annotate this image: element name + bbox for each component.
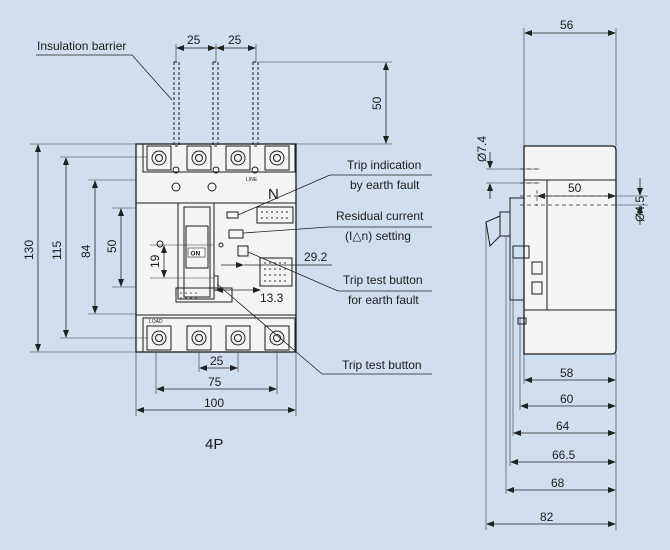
dim-height-50: 50	[105, 239, 119, 253]
line-terminal-block	[142, 143, 296, 173]
dim-height-84: 84	[79, 244, 93, 258]
dim-height-19: 19	[148, 254, 162, 268]
label-trip-indication: Trip indication	[347, 158, 421, 172]
dim-depth-64: 64	[556, 419, 570, 433]
label-residual-current: Residual current	[336, 209, 424, 223]
dim-depth-66-5: 66.5	[552, 448, 576, 462]
dim-pitch-top-1: 25	[187, 33, 201, 47]
dim-pitch-bottom: 25	[210, 354, 224, 368]
insulation-barriers	[173, 61, 259, 147]
label-trip-test-earth-sub: for earth fault	[348, 293, 419, 307]
line-label: LINE	[246, 177, 258, 183]
dim-side-50: 50	[568, 181, 582, 195]
handle-side	[485, 215, 501, 248]
label-insulation-barrier: Insulation barrier	[37, 39, 126, 53]
bottom-terminals	[146, 325, 290, 351]
neutral-pole-label: N	[268, 186, 279, 203]
side-view: 56 Ø7.4 50 Ø4.5 58 60 64 66.5 68	[475, 18, 648, 530]
dim-depth-82: 82	[540, 510, 554, 524]
dim-depth-58: 58	[560, 366, 574, 380]
dim-depth-68: 68	[551, 476, 565, 490]
dim-dia-7-4: Ø7.4	[475, 136, 489, 162]
on-label: ON	[191, 251, 201, 258]
dim-pitch-top-2: 25	[228, 33, 242, 47]
label-residual-current-sub: (I△n) setting	[345, 229, 411, 243]
top-terminals	[146, 145, 290, 171]
dim-width-56: 56	[560, 18, 574, 32]
dim-29-2: 29.2	[304, 250, 328, 264]
earth-fault-test-button	[237, 245, 249, 257]
load-terminal-block	[142, 317, 296, 353]
toggle-handle	[185, 225, 209, 269]
dim-depth-60: 60	[560, 392, 574, 406]
dim-13-3: 13.3	[260, 291, 284, 305]
dim-width-75: 75	[208, 375, 222, 389]
handle-frame	[177, 202, 215, 300]
dim-width-100: 100	[204, 396, 224, 410]
load-label: LOAD	[149, 319, 163, 325]
model-label: 4P	[205, 436, 223, 453]
label-trip-indication-sub: by earth fault	[350, 178, 420, 192]
dim-dia-4-5: Ø4.5	[633, 196, 647, 222]
label-trip-test-earth: Trip test button	[343, 273, 423, 287]
dim-barrier-height: 50	[370, 96, 384, 110]
dim-height-130: 130	[22, 240, 36, 260]
front-view: LINE N ON	[22, 33, 432, 453]
breaker-body-side	[523, 145, 617, 355]
label-trip-test-button: Trip test button	[342, 358, 422, 372]
residual-current-dial	[228, 229, 244, 239]
dim-height-115: 115	[50, 241, 64, 260]
